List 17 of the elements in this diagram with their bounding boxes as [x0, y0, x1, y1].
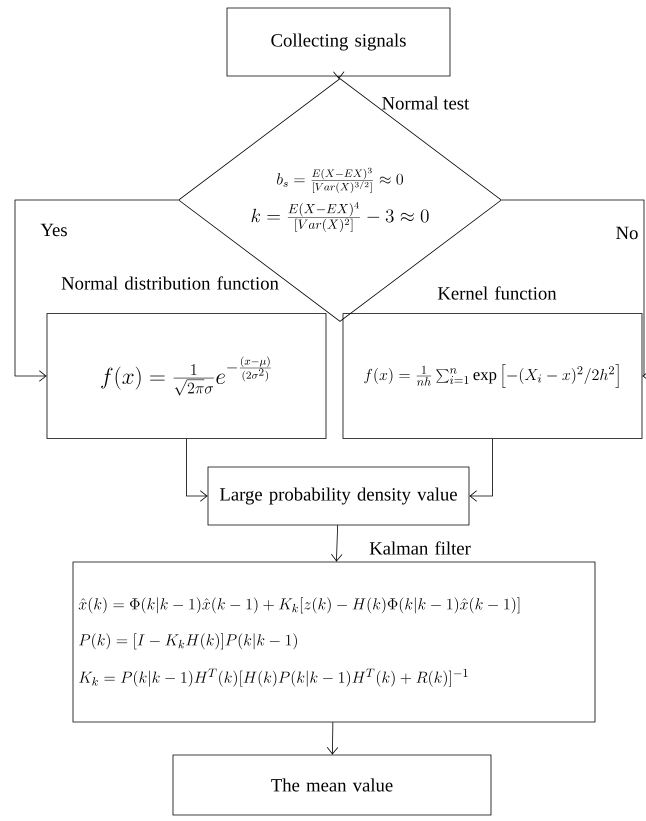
process-box: Large probability density value	[208, 466, 470, 526]
arrow	[469, 438, 493, 502]
arrow	[14, 200, 178, 382]
arrow	[326, 722, 338, 755]
process-box: The mean value	[172, 754, 492, 816]
box-heading: Kalman filter	[370, 541, 471, 555]
formula-box: $f(x)=\frac{1}{nh}\sum_{i=1}^{n}\exp\left[-(X_i-x)^2/2h^2\right]$	[342, 313, 642, 439]
formula-box: $f(x)=\frac{1}{\sqrt{2\pi}\sigma}e^{-\frac{(x-\mu)}{(2\sigma^2)}}$	[46, 313, 326, 439]
arrow	[186, 438, 208, 502]
formula-box: $\hat{x}(k)=\Phi(k|k-1)\hat{x}(k-1)+K_k[z(k)-H(k)\Phi(k|k-1)\hat{x}(k-1)]$ $P(k)=[I-K_kH(k)]P(k|k-1)$ $K_k=P(k|k-1)H^T(k)[H(k)P(k|k-1)H^T(k)+R(k)]^{-1}$	[72, 562, 596, 722]
box-heading: Normal distribution function	[62, 276, 279, 290]
edge-label: No	[614, 225, 640, 241]
process-box: Collecting signals	[226, 8, 450, 76]
edge-label: Yes	[39, 222, 69, 238]
node-caption: Normal test	[382, 96, 470, 110]
box-heading: Kernel function	[438, 286, 556, 300]
arrow	[330, 525, 342, 562]
